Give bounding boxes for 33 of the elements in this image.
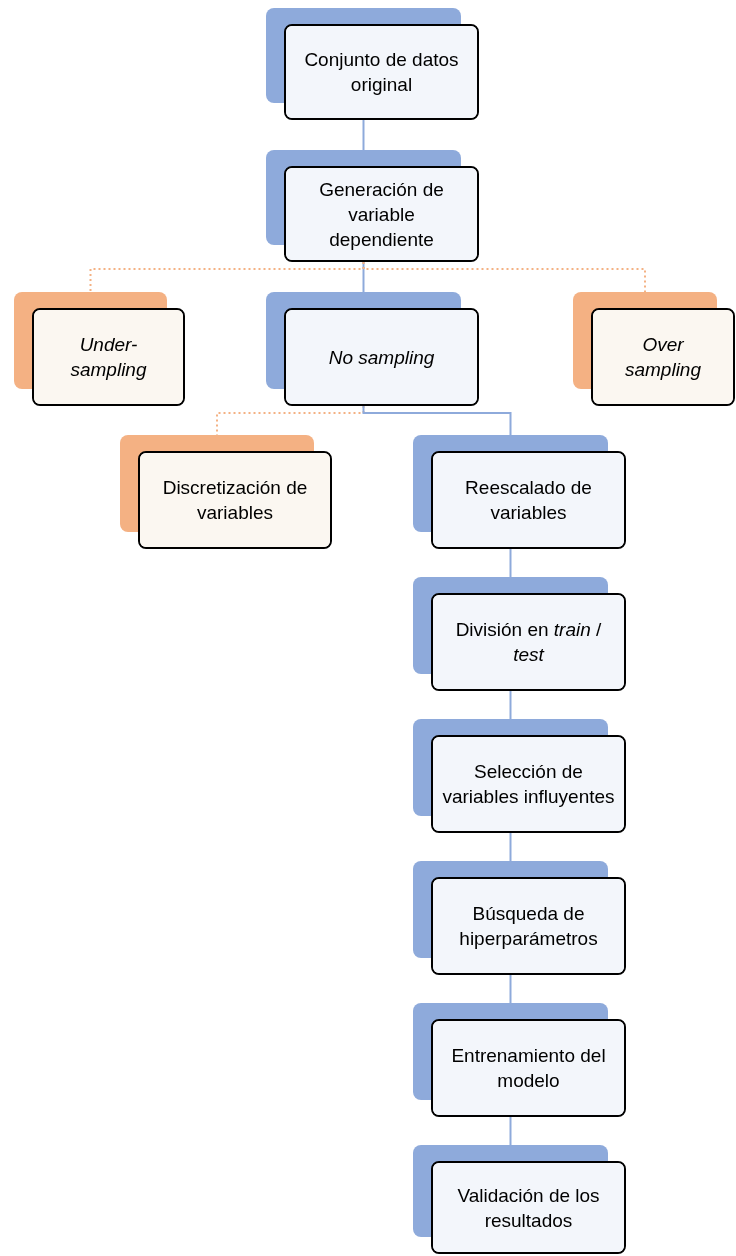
connector-line [362,261,365,293]
node-text: Selección de variables influyentes [441,760,616,809]
connector-line [362,405,512,436]
process-card [14,292,185,406]
process-card [266,292,479,406]
node-text: División en train / test [454,618,603,667]
process-card [413,435,626,549]
connector-line [509,1116,512,1146]
node-text: Conjunto de datos original [303,48,460,97]
node-text: Entrenamiento del modelo [450,1044,607,1093]
connector-line [509,832,512,862]
process-card [413,1145,626,1254]
process-card [413,719,626,833]
connector-line [362,119,365,151]
process-card [266,8,479,120]
connector-line [509,548,512,578]
connector-line [509,974,512,1004]
process-card [413,577,626,691]
connector-line [509,690,512,720]
node-text: Over sampling [623,333,702,382]
process-card [266,150,479,262]
process-card [413,1003,626,1117]
process-card [573,292,735,406]
node-text: No sampling [328,345,435,370]
process-card [413,861,626,975]
node-text: Under-sampling [69,333,148,382]
node-text: Búsqueda de hiperparámetros [458,902,599,951]
node-text: Reescalado de variables [464,476,593,525]
process-card [120,435,332,549]
node-text: Discretización de variables [161,476,309,525]
connector-line [362,261,646,293]
node-text: Validación de los resultados [456,1183,601,1233]
node-text: Generación de variable dependiente [318,177,445,252]
